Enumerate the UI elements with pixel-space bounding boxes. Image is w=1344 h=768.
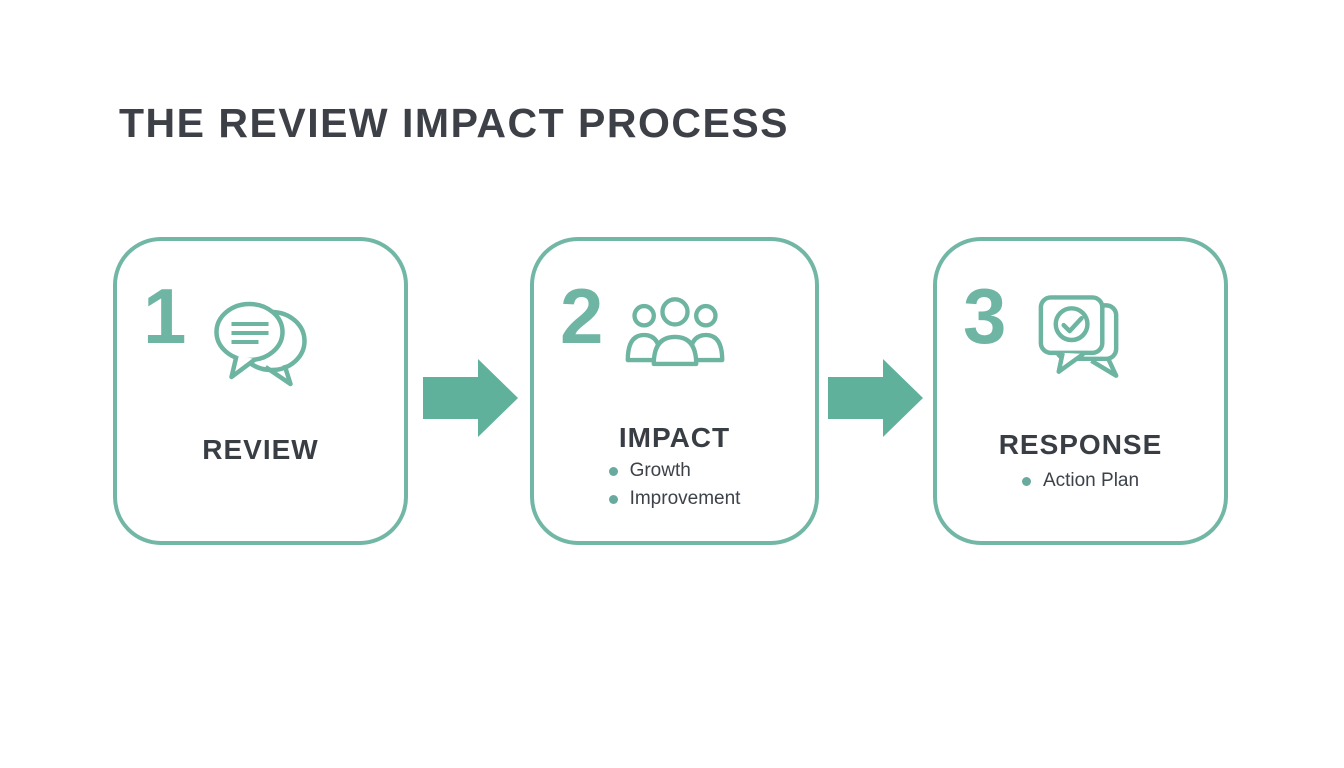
bullet-text: Growth xyxy=(629,460,691,481)
bullet-item: Action Plan xyxy=(1021,470,1140,492)
step-label: REVIEW xyxy=(202,434,319,465)
page-title: THE REVIEW IMPACT PROCESS xyxy=(119,100,790,146)
arrow-right-icon xyxy=(423,356,518,445)
bullet-list: Action Plan xyxy=(937,470,1224,492)
bullet-item: Improvement xyxy=(608,488,741,510)
step-label: RESPONSE xyxy=(998,429,1163,460)
bullet-list: Growth Improvement xyxy=(534,460,815,510)
step-card-impact: 2 IMPACT Growth Improvement xyxy=(530,237,819,545)
bullet-text: Improvement xyxy=(629,488,741,509)
bullet-dot xyxy=(608,466,618,476)
bullet-dot xyxy=(1021,476,1031,486)
arrow-right-icon xyxy=(828,356,923,445)
bullet-item: Growth xyxy=(608,460,691,482)
step-card-review: 1 REVIEW xyxy=(113,237,408,545)
step-number: 2 xyxy=(560,272,604,360)
bullet-dot xyxy=(608,494,618,504)
people-group-icon xyxy=(622,295,728,380)
step-label: IMPACT xyxy=(618,422,731,453)
step-number: 3 xyxy=(963,272,1007,360)
chat-bubbles-icon xyxy=(208,291,313,404)
step-card-response: 3 RESPONSE Action Plan xyxy=(933,237,1228,545)
chat-check-icon xyxy=(1029,291,1133,396)
step-number: 1 xyxy=(143,272,187,360)
bullet-text: Action Plan xyxy=(1042,470,1140,491)
